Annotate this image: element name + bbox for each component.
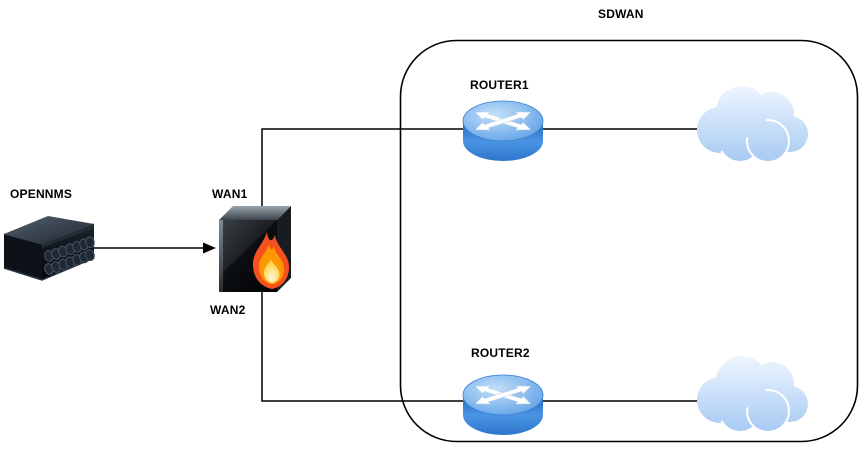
sdwan-boundary — [399, 39, 859, 443]
firewall-icon — [210, 202, 296, 302]
wan2-label: WAN2 — [210, 303, 246, 317]
server-label: OPENNMS — [10, 187, 73, 201]
connector-wan1-router1 — [261, 128, 464, 208]
router2-icon — [458, 371, 548, 439]
arrowhead-icon — [203, 242, 216, 254]
wan1-label: WAN1 — [212, 187, 248, 201]
cloud2-icon — [690, 352, 810, 440]
router1-icon — [458, 97, 548, 165]
flame-icon — [252, 232, 289, 289]
router1-label: ROUTER1 — [470, 78, 529, 92]
sdwan-label: SDWAN — [598, 7, 644, 21]
connector-wan2-router2 — [261, 290, 464, 402]
cloud1-icon — [690, 82, 810, 170]
router2-label: ROUTER2 — [471, 346, 530, 360]
server-rack-icon — [2, 210, 96, 284]
